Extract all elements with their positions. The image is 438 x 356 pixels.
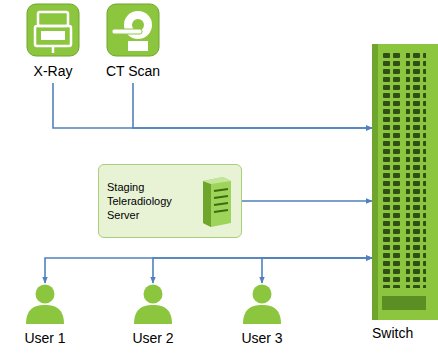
network-switch: Switch <box>372 44 438 320</box>
device-node: X-Ray <box>13 3 93 79</box>
server-box: Staging Teleradiology Server <box>98 164 242 238</box>
switch-body <box>372 44 438 320</box>
node-label: CT Scan <box>93 63 173 79</box>
server-icon <box>199 175 233 227</box>
ct-scan-icon <box>106 3 160 57</box>
user-icon <box>23 284 67 324</box>
connector-arrow <box>262 258 372 283</box>
switch-label: Switch <box>372 325 413 341</box>
user-icon <box>240 284 284 324</box>
node-label: User 2 <box>118 330 188 346</box>
node-label: X-Ray <box>13 63 93 79</box>
switch-ports <box>372 44 438 320</box>
connector-arrow <box>153 258 372 283</box>
connector-arrow <box>133 83 372 128</box>
connector-arrow <box>53 83 372 128</box>
device-node: User 1 <box>10 284 80 346</box>
user-icon <box>131 284 175 324</box>
node-label: User 3 <box>227 330 297 346</box>
connector-arrow <box>242 200 372 202</box>
xray-icon <box>26 3 80 57</box>
device-node: CT Scan <box>93 3 173 79</box>
device-node: User 3 <box>227 284 297 346</box>
device-node: User 2 <box>118 284 188 346</box>
connector-arrow <box>45 258 372 283</box>
server-label: Staging Teleradiology Server <box>107 180 189 222</box>
node-label: User 1 <box>10 330 80 346</box>
